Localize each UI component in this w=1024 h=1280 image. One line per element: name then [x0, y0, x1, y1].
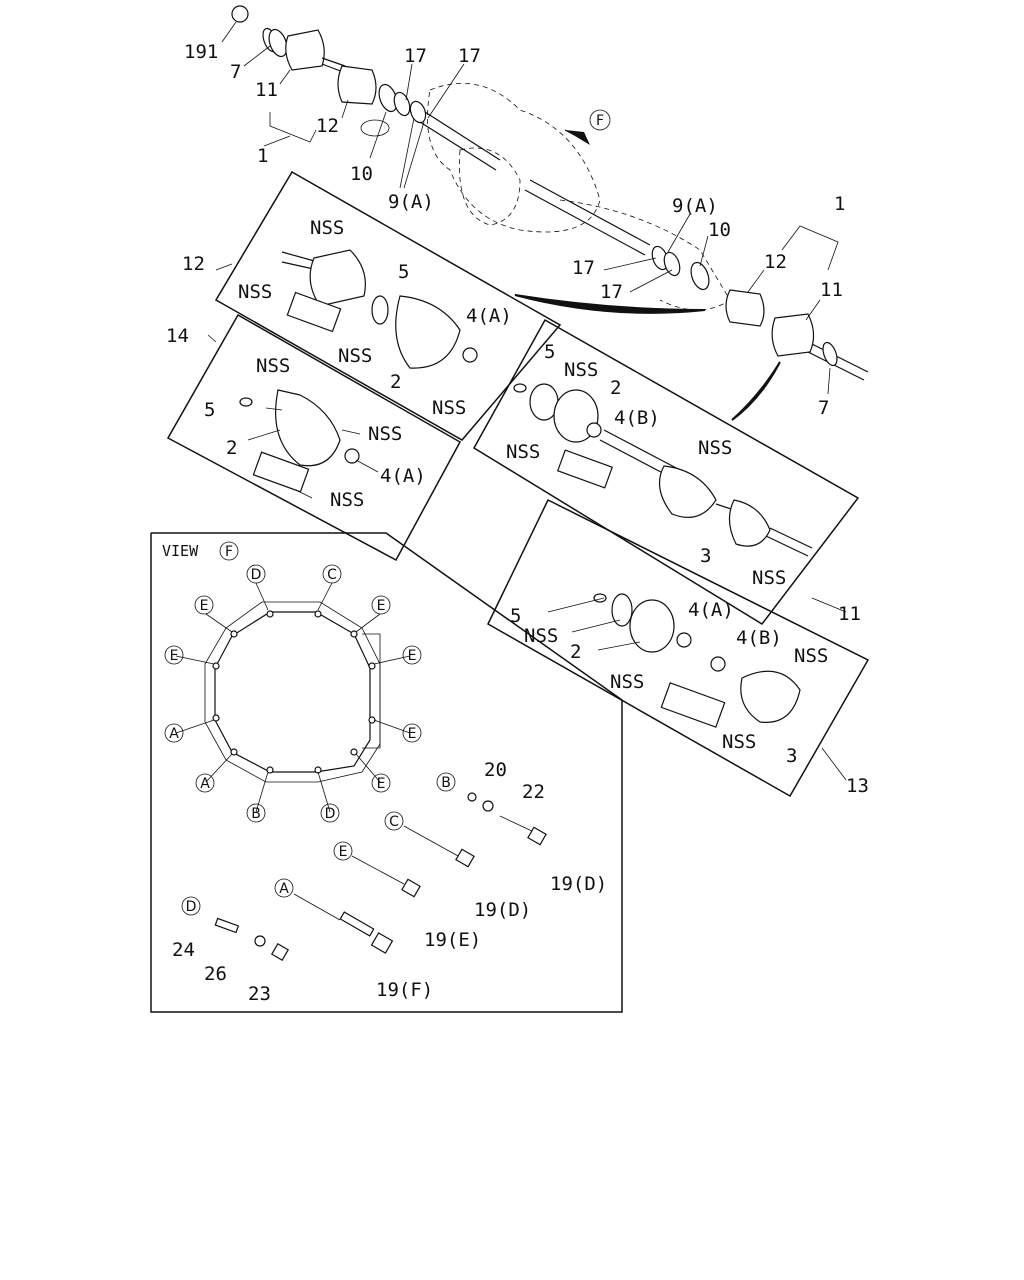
label-10-right: 10 [708, 219, 731, 241]
svg-text:E: E [200, 598, 209, 614]
label-nss-14-b: NSS [368, 423, 402, 445]
label-7: 7 [230, 61, 241, 83]
label-22: 22 [522, 781, 545, 803]
label-nss-11-a: NSS [564, 359, 598, 381]
label-panel-14: 14 [166, 325, 189, 347]
view-title: VIEW [162, 542, 199, 560]
hardware-parts: B C E A D [181, 772, 547, 962]
label-5-11: 5 [544, 341, 555, 363]
label-17-right-a: 17 [572, 257, 595, 279]
label-2-12: 2 [390, 371, 401, 393]
label-9a-left: 9(A) [388, 191, 434, 213]
label-nss-13-b: NSS [794, 645, 828, 667]
label-23: 23 [248, 983, 271, 1005]
label-19d-b: 19(D) [474, 899, 531, 921]
panel-14 [166, 313, 462, 562]
svg-text:D: D [186, 899, 197, 915]
label-panel-12: 12 [182, 253, 205, 275]
label-5-13: 5 [510, 605, 521, 627]
view-f-marker: F [596, 113, 604, 129]
svg-text:C: C [389, 814, 399, 830]
label-19e: 19(E) [424, 929, 481, 951]
svg-text:A: A [200, 776, 210, 792]
upper-left-shaft-assembly [231, 5, 501, 171]
label-1: 1 [257, 145, 268, 167]
svg-text:D: D [325, 806, 336, 822]
panel-13 [487, 498, 870, 798]
svg-text:E: E [408, 726, 417, 742]
label-nss-12-a: NSS [310, 217, 344, 239]
label-5-12: 5 [398, 261, 409, 283]
label-panel-11: 11 [838, 603, 861, 625]
label-11-right: 11 [820, 279, 843, 301]
view-f-box: VIEW F D [150, 532, 623, 1013]
label-5-14: 5 [204, 399, 215, 421]
indicator-swoosh-1 [514, 294, 706, 314]
label-4a-12: 4(A) [466, 305, 512, 327]
differential-housing [427, 82, 731, 311]
svg-text:E: E [408, 648, 417, 664]
label-nss-11-c: NSS [506, 441, 540, 463]
label-12: 12 [316, 115, 339, 137]
part-labels: 191 7 11 12 1 10 17 17 9(A) 9(A) 10 1 12… [166, 41, 869, 1005]
panel-11 [472, 318, 860, 625]
label-nss-13-d: NSS [722, 731, 756, 753]
label-19d-a: 19(D) [550, 873, 607, 895]
label-4a-13: 4(A) [688, 599, 734, 621]
svg-text:A: A [169, 726, 179, 742]
svg-text:D: D [251, 567, 262, 583]
label-12-right: 12 [764, 251, 787, 273]
label-19f: 19(F) [376, 979, 433, 1001]
label-17-a: 17 [404, 45, 427, 67]
label-nss-14-c: NSS [330, 489, 364, 511]
label-4b-11: 4(B) [614, 407, 660, 429]
label-nss-14-a: NSS [256, 355, 290, 377]
svg-text:E: E [377, 776, 386, 792]
label-26: 26 [204, 963, 227, 985]
label-nss-13-a: NSS [524, 625, 558, 647]
label-2-14: 2 [226, 437, 237, 459]
label-17-b: 17 [458, 45, 481, 67]
svg-text:E: E [339, 844, 348, 860]
svg-text:A: A [279, 881, 289, 897]
svg-text:B: B [441, 775, 451, 791]
panel-12 [214, 170, 562, 441]
label-nss-11-d: NSS [752, 567, 786, 589]
view-marker: F [225, 544, 233, 560]
flange-markers: D C E E E E A E A E B D [164, 564, 422, 823]
label-191: 191 [184, 41, 218, 63]
label-20: 20 [484, 759, 507, 781]
label-9a-right: 9(A) [672, 195, 718, 217]
view-f-arrow: F [564, 109, 611, 145]
label-nss-12-c: NSS [338, 345, 372, 367]
svg-text:C: C [327, 567, 337, 583]
label-2-13: 2 [570, 641, 581, 663]
indicator-swoosh-2 [731, 361, 781, 421]
svg-text:B: B [251, 806, 261, 822]
label-10: 10 [350, 163, 373, 185]
label-2-11: 2 [610, 377, 621, 399]
label-4a-14: 4(A) [380, 465, 426, 487]
upper-right-shaft-assembly [524, 179, 869, 381]
label-3-11: 3 [700, 545, 711, 567]
label-3-13: 3 [786, 745, 797, 767]
label-11: 11 [255, 79, 278, 101]
label-24: 24 [172, 939, 195, 961]
label-nss-12-b: NSS [238, 281, 272, 303]
label-1-right: 1 [834, 193, 845, 215]
svg-text:E: E [377, 598, 386, 614]
label-7-right: 7 [818, 397, 829, 419]
label-nss-11-b: NSS [698, 437, 732, 459]
label-panel-13: 13 [846, 775, 869, 797]
leader-lines [207, 21, 847, 781]
label-17-right-b: 17 [600, 281, 623, 303]
label-nss-13-c: NSS [610, 671, 644, 693]
label-4b-13: 4(B) [736, 627, 782, 649]
label-nss-12-d: NSS [432, 397, 466, 419]
svg-text:E: E [170, 648, 179, 664]
